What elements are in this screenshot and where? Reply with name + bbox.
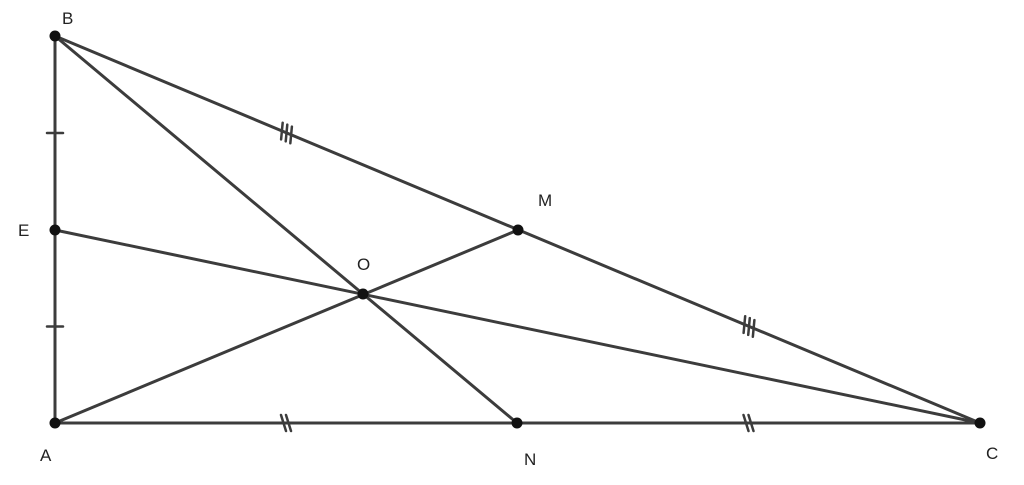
label-C: C: [986, 444, 998, 463]
label-M: M: [538, 191, 552, 210]
label-B: B: [62, 9, 73, 28]
label-O: O: [357, 255, 370, 274]
equal-length-marks-layer: [45, 121, 756, 433]
equal-mark-MC-3: [751, 318, 756, 339]
equal-mark-NC-1: [742, 413, 750, 433]
segment-EC: [53, 228, 982, 425]
point-B: [49, 30, 61, 42]
points-layer: [49, 30, 986, 429]
equal-mark-NC-2: [747, 413, 755, 433]
equal-mark-BM-2: [284, 123, 289, 143]
point-C: [974, 417, 986, 429]
equal-mark-MC-2: [746, 316, 752, 337]
point-A: [49, 417, 61, 429]
point-N: [511, 417, 523, 429]
point-O: [357, 288, 369, 300]
point-E: [49, 224, 61, 236]
segment-AM: [53, 228, 520, 425]
equal-mark-BM-3: [289, 125, 294, 145]
label-N: N: [524, 450, 536, 469]
segment-BN: [53, 34, 519, 425]
equal-mark-MC-1: [742, 314, 747, 335]
point-M: [512, 224, 524, 236]
label-E: E: [18, 221, 29, 240]
equal-mark-BM-1: [279, 121, 284, 141]
label-A: A: [40, 446, 52, 465]
equal-mark-AN-1: [279, 413, 288, 433]
labels-layer: B E A N C M O: [18, 9, 998, 469]
equal-mark-AN-2: [284, 413, 293, 433]
